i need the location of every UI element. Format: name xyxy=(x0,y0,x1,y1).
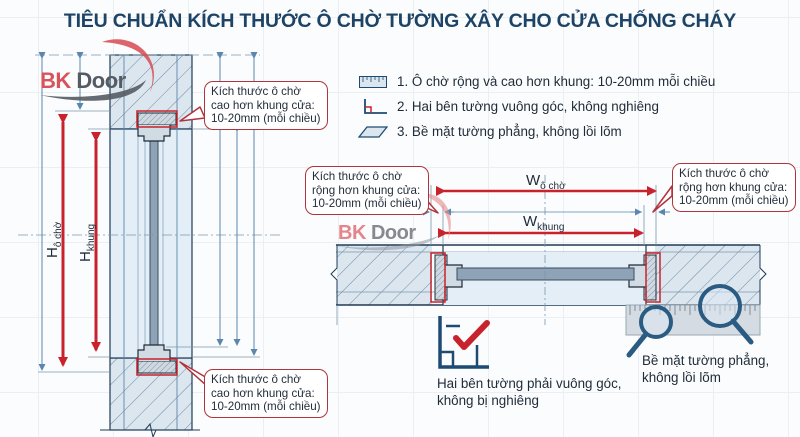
flat-surface-icon xyxy=(357,124,393,140)
vertical-section xyxy=(18,52,280,437)
h-frame-label: Hkhung xyxy=(77,223,97,262)
h-opening-label: Hô chờ xyxy=(44,221,64,258)
magnifier-icon xyxy=(626,284,754,358)
page-title: TIÊU CHUẨN KÍCH THƯỚC Ô CHỜ TƯỜNG XÂY CH… xyxy=(63,10,737,32)
logo-swoosh xyxy=(40,39,451,251)
note-flat-surface: Bề mặt tường phẳng, không lồi lõm xyxy=(642,353,770,385)
callout-width-right: Kích thước ô chờ rộng hơn khung cửa: 10-… xyxy=(672,163,796,212)
legend: 1. Ô chờ rộng và cao hơn khung: 10-20mm … xyxy=(357,69,715,144)
legend-item: 2. Hai bên tường vuông góc, không nghiên… xyxy=(357,94,715,119)
callout-width-left: Kích thước ô chờ rộng hơn khung cửa: 10-… xyxy=(305,166,429,215)
w-frame-label: Wkhung xyxy=(523,213,565,233)
callout-height-top: Kích thước ô chờ cao hơn khung cửa: 10-2… xyxy=(204,81,328,130)
brand-logo-watermark: BK Door xyxy=(338,222,416,244)
callout-height-bottom: Kích thước ô chờ cao hơn khung cửa: 10-2… xyxy=(204,369,328,418)
square-check-icon xyxy=(438,316,490,369)
brand-logo: BK Door xyxy=(40,68,126,93)
note-square-walls: Hai bên tường phải vuông góc, không bị n… xyxy=(437,376,622,408)
w-opening-label: Wô chờ xyxy=(526,172,566,192)
ruler-icon xyxy=(357,74,393,90)
right-angle-icon xyxy=(357,98,393,115)
legend-item: 1. Ô chờ rộng và cao hơn khung: 10-20mm … xyxy=(357,69,715,94)
legend-item: 3. Bề mặt tường phẳng, không lồi lõm xyxy=(357,119,715,144)
